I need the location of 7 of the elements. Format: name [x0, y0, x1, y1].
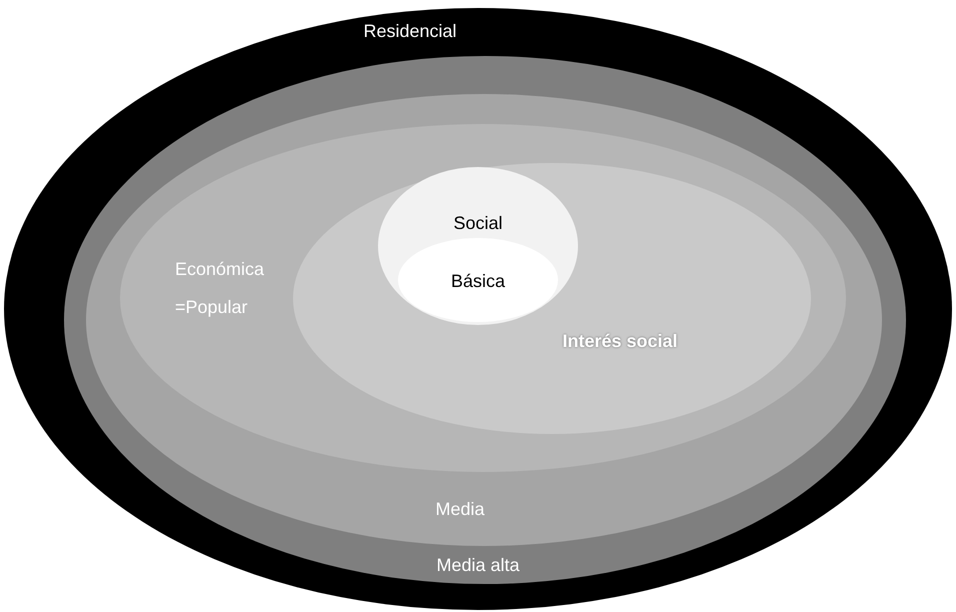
region-label: Interés social [561, 330, 679, 353]
region-label: Residencial [362, 20, 458, 43]
region-label: Media [434, 498, 486, 521]
region-label: Media alta [435, 554, 521, 577]
region-label: Económica =Popular [175, 258, 266, 319]
region-label: Básica [450, 270, 506, 293]
region-label: Social [452, 212, 504, 235]
